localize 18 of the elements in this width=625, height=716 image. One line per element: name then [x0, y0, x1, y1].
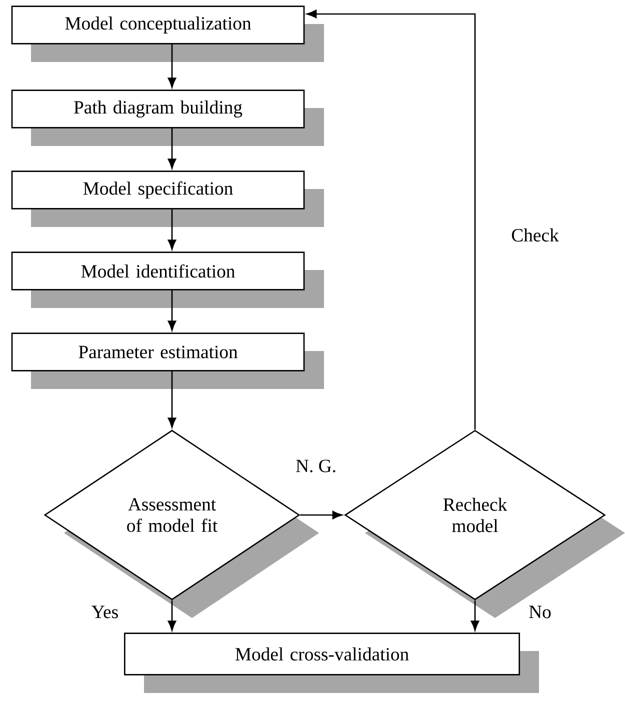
arrow — [168, 44, 176, 88]
process-box: Parameter estimation — [11, 332, 305, 372]
process-box: Model specification — [11, 170, 305, 210]
process-box: Path diagram building — [11, 90, 305, 128]
arrow — [168, 290, 176, 331]
edge-label: No — [527, 604, 553, 620]
arrow — [168, 128, 176, 169]
process-box: Model conceptualization — [11, 6, 305, 44]
arrow — [300, 510, 342, 520]
process-box: Model identification — [11, 252, 305, 290]
arrow — [470, 600, 480, 631]
process-box: Model cross-validation — [124, 632, 520, 676]
arrow — [168, 600, 176, 631]
arrow — [306, 10, 476, 430]
arrow — [168, 371, 176, 428]
edge-label: Check — [510, 227, 560, 243]
edge-label: Yes — [90, 604, 120, 620]
arrow — [168, 209, 176, 250]
